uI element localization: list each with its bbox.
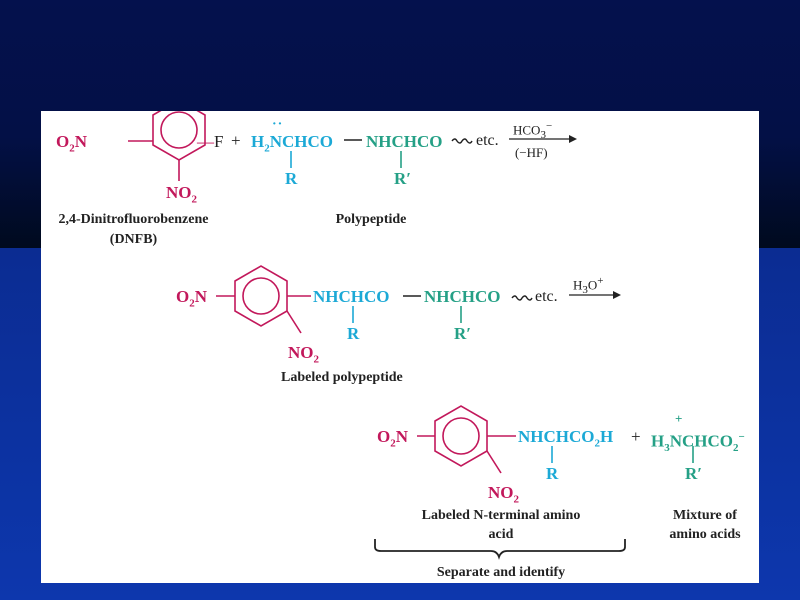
- label-labeled-polypeptide: Labeled polypeptide: [281, 370, 403, 385]
- benzene-ring-3: [434, 405, 488, 467]
- label-mixture-line1: Mixture of: [673, 508, 737, 523]
- brace: [374, 539, 626, 560]
- nterm-r: R: [546, 464, 559, 483]
- reagent-minus-hf: (−HF): [515, 145, 548, 160]
- plus-sign-1: +: [231, 131, 241, 150]
- labeled-o2n: O2N: [176, 287, 208, 310]
- labeled-r: R: [347, 324, 360, 343]
- polypeptide-nhchco: NHCHCO: [366, 132, 443, 151]
- benzene-ring-2: [234, 265, 288, 327]
- wavy-bond-1: [451, 138, 473, 144]
- amino-acid-charge: +: [675, 411, 683, 426]
- lone-pair-dots: ··: [272, 117, 284, 132]
- nterm-no2: NO2: [488, 483, 519, 506]
- arrow-2-head: [613, 291, 621, 299]
- reaction-structures-svg: [128, 111, 694, 560]
- nterm-nhchco2h: NHCHCO2H: [518, 427, 614, 450]
- ring-1-circle: [160, 111, 198, 149]
- dnfb-fluorine: —F: [197, 132, 224, 151]
- labeled-etc: etc.: [535, 288, 558, 305]
- reagent-h3o: H3O+: [573, 275, 604, 296]
- label-polypeptide: Polypeptide: [335, 212, 407, 227]
- amino-acid-h3nchco2: H3NCHCO2−: [651, 431, 745, 455]
- ring-2-circle: [242, 277, 280, 315]
- nterm-o2n: O2N: [377, 427, 409, 450]
- label-nterm-line2: acid: [488, 527, 514, 542]
- polypeptide-etc: etc.: [476, 132, 499, 149]
- arrow-1-head: [569, 135, 577, 143]
- plus-sign-2: +: [631, 427, 641, 446]
- label-nterm-line1: Labeled N-terminal amino: [421, 508, 581, 523]
- amino-acid-rprime: R′: [685, 464, 703, 483]
- polypeptide-h2nchco: H2NCHCO: [251, 132, 334, 155]
- label-dnfb-line2: (DNFB): [109, 232, 158, 247]
- labeled-nhchco-2: NHCHCO: [424, 287, 501, 306]
- polypeptide-rprime: R′: [394, 169, 412, 188]
- bond-ring-no2-3: [486, 450, 502, 474]
- dnfb-no2: NO2: [166, 183, 197, 206]
- labeled-no2: NO2: [288, 343, 319, 366]
- polypeptide-r: R: [285, 169, 298, 188]
- label-mixture-line2: amino acids: [669, 527, 741, 542]
- ring-1-hexagon: [152, 111, 206, 161]
- wavy-bond-2: [511, 295, 533, 301]
- label-separate-identify: Separate and identify: [436, 565, 566, 580]
- reagent-hco3: HCO3−: [513, 120, 553, 141]
- dnfb-o2n: O2N: [56, 132, 88, 155]
- reaction-diagram-panel: O2N —F NO2 + H2NCHCO ·· NHCHCO etc. R R′…: [41, 111, 759, 583]
- label-dnfb-line1: 2,4-Dinitrofluorobenzene: [58, 212, 209, 227]
- benzene-ring-1: [152, 111, 206, 161]
- labeled-nhchco-1: NHCHCO: [313, 287, 390, 306]
- bond-ring-no2-2: [286, 310, 302, 334]
- labeled-rprime: R′: [454, 324, 472, 343]
- ring-3-circle: [442, 417, 480, 455]
